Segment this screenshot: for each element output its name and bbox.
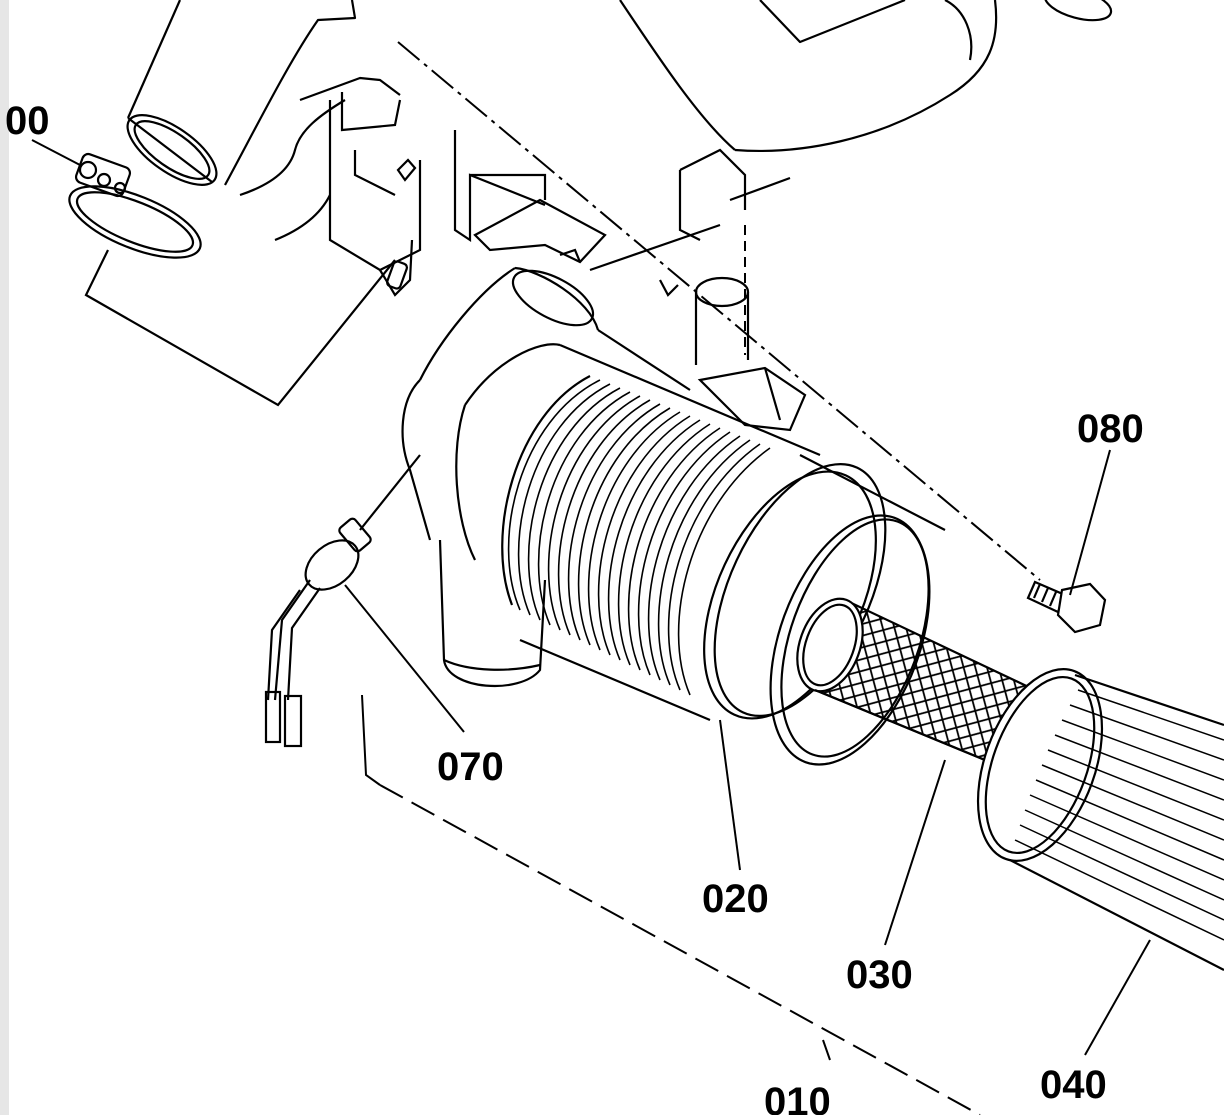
label-070: 070 — [437, 745, 504, 789]
inlet-elbow — [126, 114, 218, 186]
air-cleaner-body — [401, 266, 821, 722]
label-100: 00 — [5, 99, 50, 143]
bolt-080 — [1026, 580, 1107, 634]
label-080: 080 — [1077, 407, 1144, 451]
left-edge-strip — [0, 0, 9, 1115]
inner-element-030 — [796, 597, 1037, 762]
leader-100 — [31, 139, 81, 166]
mounting-bracket — [84, 92, 607, 407]
ribbed-housing — [501, 375, 771, 696]
leader-lines — [344, 449, 1151, 1056]
label-020: 020 — [702, 877, 769, 921]
leader-020 — [719, 719, 741, 871]
leader-030 — [884, 759, 946, 946]
label-030: 030 — [846, 953, 913, 997]
leader-080 — [1069, 449, 1111, 596]
outlet-tube — [589, 148, 807, 432]
indicator-070 — [264, 454, 421, 748]
leader-040 — [1084, 939, 1151, 1056]
upper-housing — [126, 0, 1113, 242]
leader-070 — [344, 584, 465, 733]
label-040: 040 — [1040, 1063, 1107, 1107]
hose-clamp-100 — [68, 152, 202, 259]
axis-centerline — [397, 41, 1041, 581]
assembly-bracket-010 — [361, 694, 981, 1115]
label-010: 010 — [764, 1080, 831, 1115]
outer-element-pleats — [1014, 689, 1224, 941]
